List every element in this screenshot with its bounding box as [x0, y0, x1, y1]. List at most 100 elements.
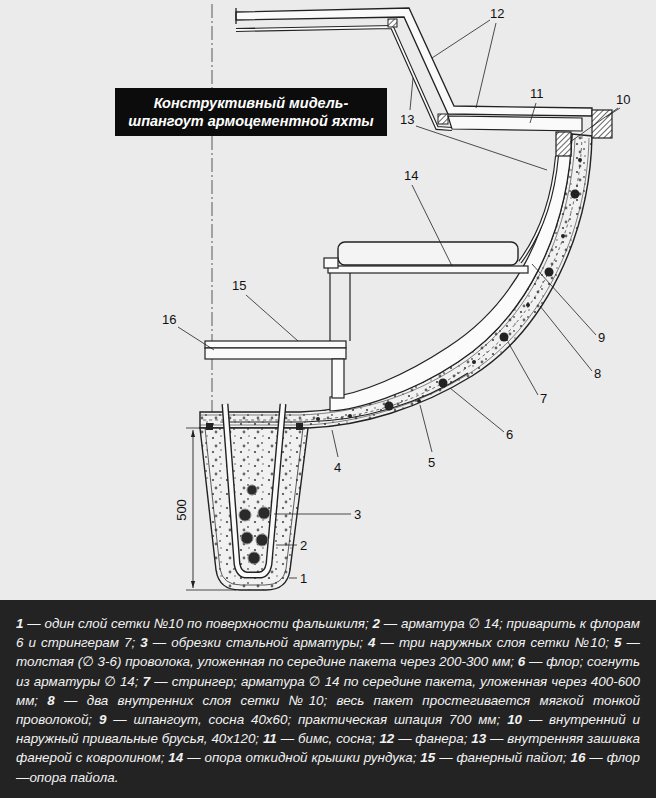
key-number: 5 — [614, 635, 621, 650]
leader-line — [246, 295, 298, 341]
wire-dot — [578, 158, 582, 162]
key-number: 15 — [420, 750, 435, 765]
key-number: 11 — [263, 731, 277, 746]
mesh-edge — [296, 423, 303, 430]
wire-dot — [417, 399, 421, 403]
leader-line — [432, 20, 490, 58]
key-item: 11 — бимс, сосна; — [263, 731, 379, 746]
key-item: 15 — фанерный пайол; — [420, 750, 570, 765]
inner-lining — [520, 156, 557, 262]
wire-dot — [348, 414, 352, 418]
break-mark — [235, 8, 236, 24]
callout-number: 6 — [506, 427, 513, 442]
leader-line — [276, 545, 297, 546]
rebar-scrap — [248, 552, 260, 564]
callout-number: 1 — [300, 571, 307, 586]
key-description: — три наружных слоя сетки №10; — [381, 635, 609, 650]
rebar-scrap — [241, 532, 253, 544]
leader-line — [412, 185, 452, 266]
rebar-scrap — [247, 485, 257, 495]
key-description: — фанерный пайол; — [439, 750, 566, 765]
paper-ground — [0, 0, 656, 600]
key-description: — шпангоут, сосна 40x60; практическая шп… — [113, 712, 500, 727]
leader-line — [606, 108, 620, 117]
leader-line — [332, 430, 338, 457]
locker-front — [349, 273, 350, 341]
rebar-scrap — [256, 534, 268, 546]
key-number: 12 — [379, 731, 394, 746]
leader-line — [570, 108, 618, 142]
leader-line — [289, 578, 297, 579]
wire-dot — [526, 303, 530, 307]
key-number: 1 — [16, 616, 23, 631]
key-text: 1 — один слой сетки №10 по поверхности ф… — [16, 614, 640, 787]
callout-number: 3 — [354, 507, 361, 522]
leader-line — [508, 342, 538, 395]
key-description: — фанера; — [398, 731, 467, 746]
leader-line — [540, 306, 592, 371]
key-description: — обрезки стальной арматуры; — [153, 635, 363, 650]
key-number: 8 — [47, 693, 54, 708]
rebar-scraps — [239, 485, 270, 564]
key-number: 6 — [518, 654, 525, 669]
key-number: 2 — [372, 616, 379, 631]
key-number: 9 — [99, 712, 106, 727]
callout-number: 7 — [540, 391, 547, 406]
leader-line — [178, 327, 214, 350]
callout-number: 14 — [404, 168, 418, 183]
callout-number: 11 — [530, 86, 544, 101]
key-number: 13 — [471, 731, 486, 746]
stringer-bar — [545, 268, 554, 277]
title-text: Конструктивный мидель-шпангоут армоцемен… — [123, 94, 379, 130]
callout-number: 8 — [594, 366, 601, 381]
sole-post — [332, 359, 344, 398]
keel-mesh — [205, 428, 303, 585]
callout-number: 16 — [162, 312, 176, 327]
callout-number: 4 — [334, 460, 341, 475]
callout-number: 2 — [300, 538, 307, 553]
inner-rub-rail — [556, 132, 571, 156]
wood-strip — [388, 19, 397, 27]
callout-number: 15 — [232, 278, 246, 293]
seat-cushion — [338, 242, 518, 265]
wires — [316, 158, 582, 421]
locker-front — [329, 273, 330, 341]
leader-line — [420, 405, 432, 452]
callout-number: 13 — [400, 112, 414, 127]
leader-line — [410, 78, 413, 110]
hull-shell — [200, 134, 592, 428]
callout-number: 9 — [598, 330, 605, 345]
key-number: 16 — [571, 750, 586, 765]
sole-floor — [205, 348, 346, 359]
deck-beam — [448, 116, 582, 131]
dimension-label: 500 — [174, 499, 189, 521]
leader-line — [274, 514, 351, 515]
stringer-bar — [500, 333, 509, 342]
key-number: 14 — [168, 750, 183, 765]
wire-dot — [561, 234, 565, 238]
leader-line — [532, 264, 596, 335]
wire-dot — [472, 360, 476, 364]
false-keel — [200, 428, 308, 590]
lid-support — [328, 266, 528, 273]
key-description: — бимс, сосна; — [281, 731, 376, 746]
key-item: 1 — один слой сетки №10 по поверхности ф… — [16, 616, 372, 631]
wire-dot — [316, 417, 320, 421]
rebar-scrap — [239, 509, 251, 521]
key-item: 9 — шпангоут, сосна 40x60; практическая … — [99, 712, 507, 727]
callout-number: 5 — [428, 455, 435, 470]
key-item: 3 — обрезки стальной арматуры; — [140, 635, 368, 650]
key-description: — опора откидной крышки рундука; — [187, 750, 416, 765]
key-number: 3 — [140, 635, 147, 650]
stringer-bar — [439, 379, 448, 388]
key-item: 12 — фанера; — [379, 731, 471, 746]
leader-line — [476, 23, 496, 108]
key-number: 4 — [368, 635, 375, 650]
key-number: 10 — [507, 712, 522, 727]
dimension-line — [193, 430, 194, 588]
key-description: — один слой сетки №10 по поверхности фал… — [27, 616, 368, 631]
callout-number: 12 — [490, 6, 504, 21]
key-number: 7 — [143, 674, 150, 689]
keel-rebar-core — [225, 404, 283, 575]
